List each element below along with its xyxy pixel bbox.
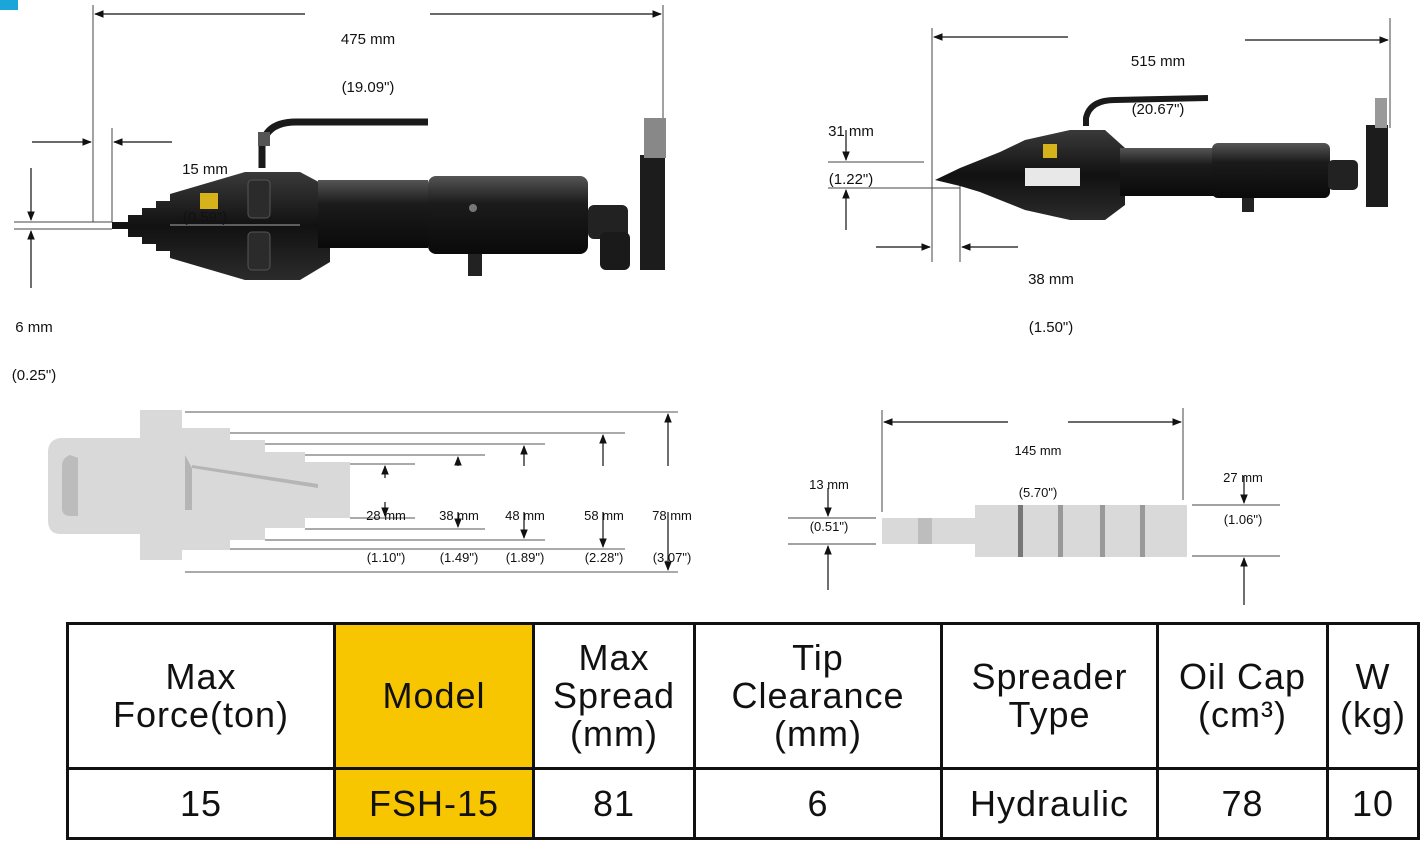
dim-in: (0.51")	[809, 519, 849, 534]
header-max-spread: Max Spread (mm)	[532, 622, 696, 770]
jaw-spread-profile	[48, 410, 678, 573]
dim-in: (1.22")	[828, 171, 874, 188]
dim-mm: 58 mm	[584, 508, 624, 523]
header-line: Model	[382, 675, 486, 716]
dim-mm: 28 mm	[366, 508, 406, 523]
header-line: Clearance	[731, 675, 905, 716]
dim-in: (1.10")	[366, 550, 406, 565]
header-line: (kg)	[1340, 694, 1406, 735]
table-row: 15 FSH-15 81 6 Hydraulic 78 10	[66, 767, 1420, 840]
tool-side-view-left	[14, 5, 666, 288]
header-line: (mm)	[774, 713, 862, 754]
dim-thickness-13: 13 mm (0.51")	[804, 450, 854, 548]
dim-in: (0.25")	[11, 367, 57, 384]
corner-accent	[0, 0, 18, 10]
dim-in: (5.70")	[1018, 485, 1058, 500]
dim-mm: 31 mm	[828, 123, 874, 140]
cell-model: FSH-15	[333, 767, 535, 840]
dim-length-145: 145 mm (5.70")	[1008, 416, 1068, 514]
cell-max-spread: 81	[532, 767, 696, 840]
dim-overall-length-left: 475 mm (19.09")	[330, 0, 406, 112]
cell-tip-clearance: 6	[693, 767, 943, 840]
header-line: Type	[1008, 694, 1091, 735]
dim-thickness-27: 27 mm (1.06")	[1218, 443, 1268, 541]
dim-mm: 515 mm	[1130, 53, 1186, 70]
dim-in: (1.06")	[1223, 512, 1263, 527]
header-tip-clearance: Tip Clearance (mm)	[693, 622, 943, 770]
table-header-row: Max Force(ton) Model Max Spread (mm) Tip…	[66, 622, 1420, 770]
dim-tip-length-left: 15 mm (0.59")	[172, 130, 238, 242]
dim-mm: 475 mm	[340, 31, 396, 48]
header-weight: W (kg)	[1326, 622, 1420, 770]
header-line: W	[1355, 656, 1391, 697]
header-line: Oil Cap	[1178, 656, 1307, 697]
dim-spread-58: 58 mm (2.28")	[579, 481, 629, 579]
header-spreader-type: Spreader Type	[940, 622, 1159, 770]
dim-tip-clearance-left: 6 mm (0.25")	[4, 288, 64, 400]
header-line: Spread	[552, 675, 676, 716]
header-line: (cm³)	[1198, 694, 1287, 735]
header-line: (mm)	[570, 713, 658, 754]
dim-mm: 38 mm	[439, 508, 479, 523]
dim-tip-height-right: 31 mm (1.22")	[818, 92, 884, 204]
tool-side-view-right	[828, 18, 1391, 262]
header-max-force: Max Force(ton)	[66, 622, 336, 770]
dim-mm: 145 mm	[1014, 443, 1062, 458]
jaw-thickness-profile	[788, 408, 1280, 605]
cell-oil-cap: 78	[1156, 767, 1329, 840]
cell-spreader-type: Hydraulic	[940, 767, 1159, 840]
header-line: Max	[165, 656, 237, 697]
header-oil-cap: Oil Cap (cm³)	[1156, 622, 1329, 770]
dim-mm: 78 mm	[652, 508, 692, 523]
dim-in: (3.07")	[652, 550, 692, 565]
dim-spread-78: 78 mm (3.07")	[646, 481, 698, 579]
header-model: Model	[333, 622, 535, 770]
dim-in: (19.09")	[341, 79, 395, 96]
header-line: Spreader	[971, 656, 1128, 697]
dim-mm: 48 mm	[505, 508, 545, 523]
dim-mm: 13 mm	[809, 477, 849, 492]
dim-in: (1.50")	[1028, 319, 1074, 336]
dim-tip-length-right: 38 mm (1.50")	[1018, 240, 1084, 352]
spec-table: Max Force(ton) Model Max Spread (mm) Tip…	[66, 622, 1420, 840]
dim-mm: 38 mm	[1028, 271, 1074, 288]
header-line: Max	[578, 637, 650, 678]
dim-in: (0.59")	[182, 209, 228, 226]
dim-in: (1.89")	[505, 550, 545, 565]
dim-overall-length-right: 515 mm (20.67")	[1118, 22, 1198, 134]
dim-in: (2.28")	[584, 550, 624, 565]
header-line: Tip	[792, 637, 844, 678]
dim-mm: 6 mm	[15, 319, 53, 336]
dim-mm: 27 mm	[1223, 470, 1263, 485]
header-line: Force(ton)	[112, 694, 290, 735]
dim-spread-38: 38 mm (1.49")	[434, 481, 484, 579]
cell-max-force: 15	[66, 767, 336, 840]
dim-mm: 15 mm	[182, 161, 228, 178]
dim-spread-28: 28 mm (1.10")	[362, 481, 410, 579]
dim-spread-48: 48 mm (1.89")	[500, 481, 550, 579]
dim-in: (20.67")	[1131, 101, 1185, 118]
cell-weight: 10	[1326, 767, 1420, 840]
dim-in: (1.49")	[439, 550, 479, 565]
dimension-drawings	[14, 5, 1391, 605]
